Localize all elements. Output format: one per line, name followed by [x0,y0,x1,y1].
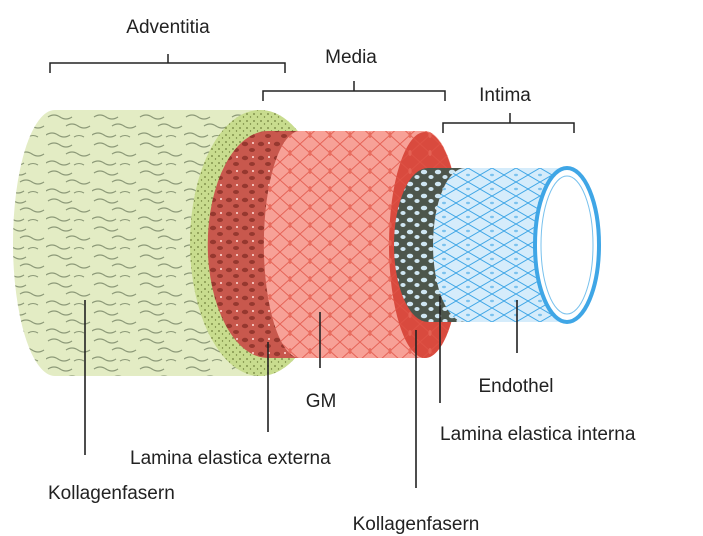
label-gm: GM [306,391,337,412]
label-endothel: Endothel [478,376,553,397]
adventitia-bracket [50,54,285,73]
label-intima: Intima [479,85,531,106]
intima-bracket [443,113,574,133]
intima-layer [394,168,599,322]
label-kollagen-left: Kollagenfasern [48,483,175,504]
label-adventitia: Adventitia [126,17,210,38]
label-lamina-interna: Lamina elastica interna [440,424,636,445]
media-bracket [263,81,445,101]
label-kollagen-bottom: Kollagenfasern [353,514,480,535]
label-lamina-externa: Lamina elastica externa [130,448,331,469]
label-media: Media [325,47,377,68]
endothel-end-ring [535,168,599,322]
